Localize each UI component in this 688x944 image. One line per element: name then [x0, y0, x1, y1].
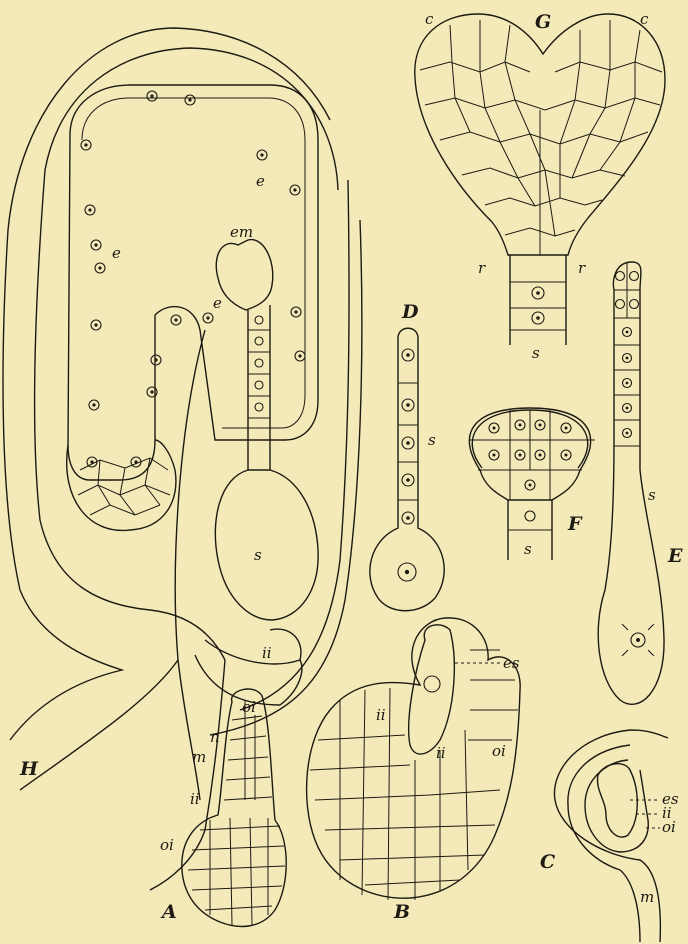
figure-a: A n ii oi — [160, 689, 286, 926]
label-e-1: e — [256, 172, 265, 190]
label-c-right: c — [640, 10, 649, 28]
label-r-left: r — [478, 259, 486, 277]
endosperm-nuclei — [81, 91, 305, 467]
ovule-curve-c-inner — [568, 745, 640, 942]
label-s-e: s — [648, 486, 656, 504]
ovule-inner-wall — [35, 48, 338, 660]
label-es-b: es — [503, 654, 520, 672]
suspensor-basal-cell — [215, 470, 318, 620]
figure-c: es ii oi m C — [540, 730, 679, 942]
young-ovule-cells-a — [188, 700, 285, 925]
integument-line-1 — [240, 180, 349, 710]
label-ii-b-right: ii — [436, 744, 446, 762]
figure-a-label: A — [160, 901, 177, 923]
label-m-h: m — [192, 748, 206, 766]
figure-e: E s — [598, 262, 683, 704]
label-s-g: s — [532, 344, 540, 362]
label-s-h: s — [254, 546, 262, 564]
figure-f: F s — [469, 408, 595, 560]
ovule-outline-b — [307, 618, 521, 898]
figure-h: e e e em s ii oi m H — [3, 28, 362, 890]
inner-integument-lobe — [205, 629, 301, 664]
label-oi-h: oi — [242, 698, 256, 716]
ovule-curve-c-outer — [585, 760, 648, 852]
ovule-outer-wall — [3, 28, 330, 740]
suspensor-cells — [248, 316, 270, 418]
figure-h-label: H — [19, 758, 39, 780]
micropyle-stalk — [175, 330, 205, 800]
suspensor-cells-g — [510, 282, 566, 330]
label-s-f: s — [524, 540, 532, 558]
label-n-a: n — [210, 728, 220, 746]
label-s-d: s — [428, 431, 436, 449]
suspensor-g — [510, 255, 566, 345]
label-c-left: c — [425, 10, 434, 28]
proembryo-d — [370, 328, 444, 611]
label-r-right: r — [578, 259, 586, 277]
figure-c-label: C — [540, 851, 555, 873]
ovule-curve-c — [554, 730, 668, 942]
label-oi-c: oi — [662, 818, 676, 836]
proembryo-cells-e — [614, 262, 654, 656]
ovule-cells-b — [310, 650, 518, 900]
figure-e-label: E — [667, 545, 683, 567]
proembryo-cells-d — [398, 349, 418, 581]
suspensor-neck — [248, 430, 270, 470]
label-ii-b-left: ii — [376, 706, 386, 724]
label-oi-b: oi — [492, 742, 506, 760]
figure-b: es ii ii oi B — [307, 618, 521, 923]
label-ii-h: ii — [262, 644, 272, 662]
embryo-sac-nucleus-b — [424, 676, 440, 692]
embryo-em — [216, 240, 273, 310]
embryo-sac — [68, 85, 318, 480]
label-e-2: e — [112, 244, 121, 262]
figure-g-label: G — [535, 11, 551, 33]
figure-d-label: D — [401, 301, 419, 323]
figure-d: D s — [370, 301, 444, 611]
label-em: em — [230, 223, 253, 241]
label-e-3: e — [213, 294, 222, 312]
figure-b-label: B — [393, 901, 410, 923]
figure-f-label: F — [567, 513, 583, 535]
embryo-cells-g — [420, 20, 662, 255]
embryo-sac-b — [409, 625, 455, 754]
label-m-c: m — [640, 888, 654, 906]
label-oi-a: oi — [160, 836, 174, 854]
label-ii-a: ii — [190, 790, 200, 808]
funicle-line — [20, 660, 178, 790]
suspensor-nucleus-f — [525, 511, 535, 521]
micropyle-stalk-right — [150, 660, 225, 890]
